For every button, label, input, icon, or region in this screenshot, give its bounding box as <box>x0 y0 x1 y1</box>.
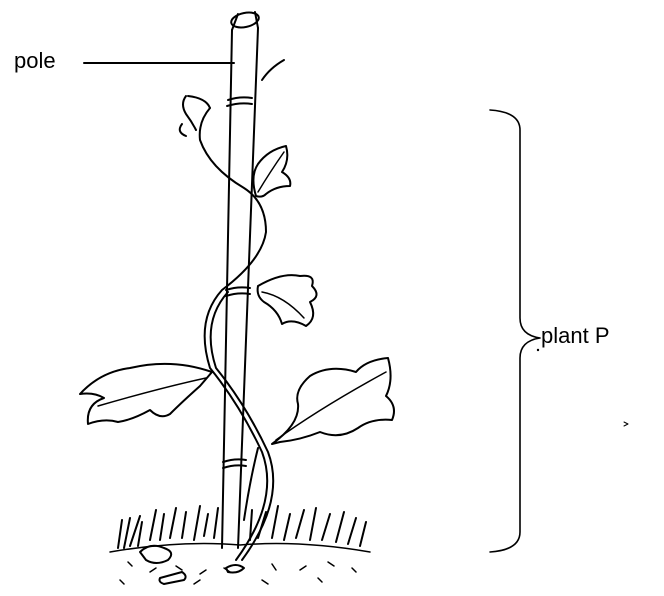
tendril-top <box>180 96 196 136</box>
pole-label: pole <box>14 50 56 72</box>
speck <box>537 349 539 351</box>
plant-label: plant P <box>541 325 610 347</box>
speck <box>624 422 628 426</box>
leaf-upper-right <box>253 146 290 197</box>
leaf-lower-right <box>272 358 394 444</box>
leaf-lower-left <box>80 364 212 424</box>
plant-brace <box>490 110 540 552</box>
twining-stem <box>188 60 284 560</box>
leaf-middle-right <box>258 275 317 326</box>
